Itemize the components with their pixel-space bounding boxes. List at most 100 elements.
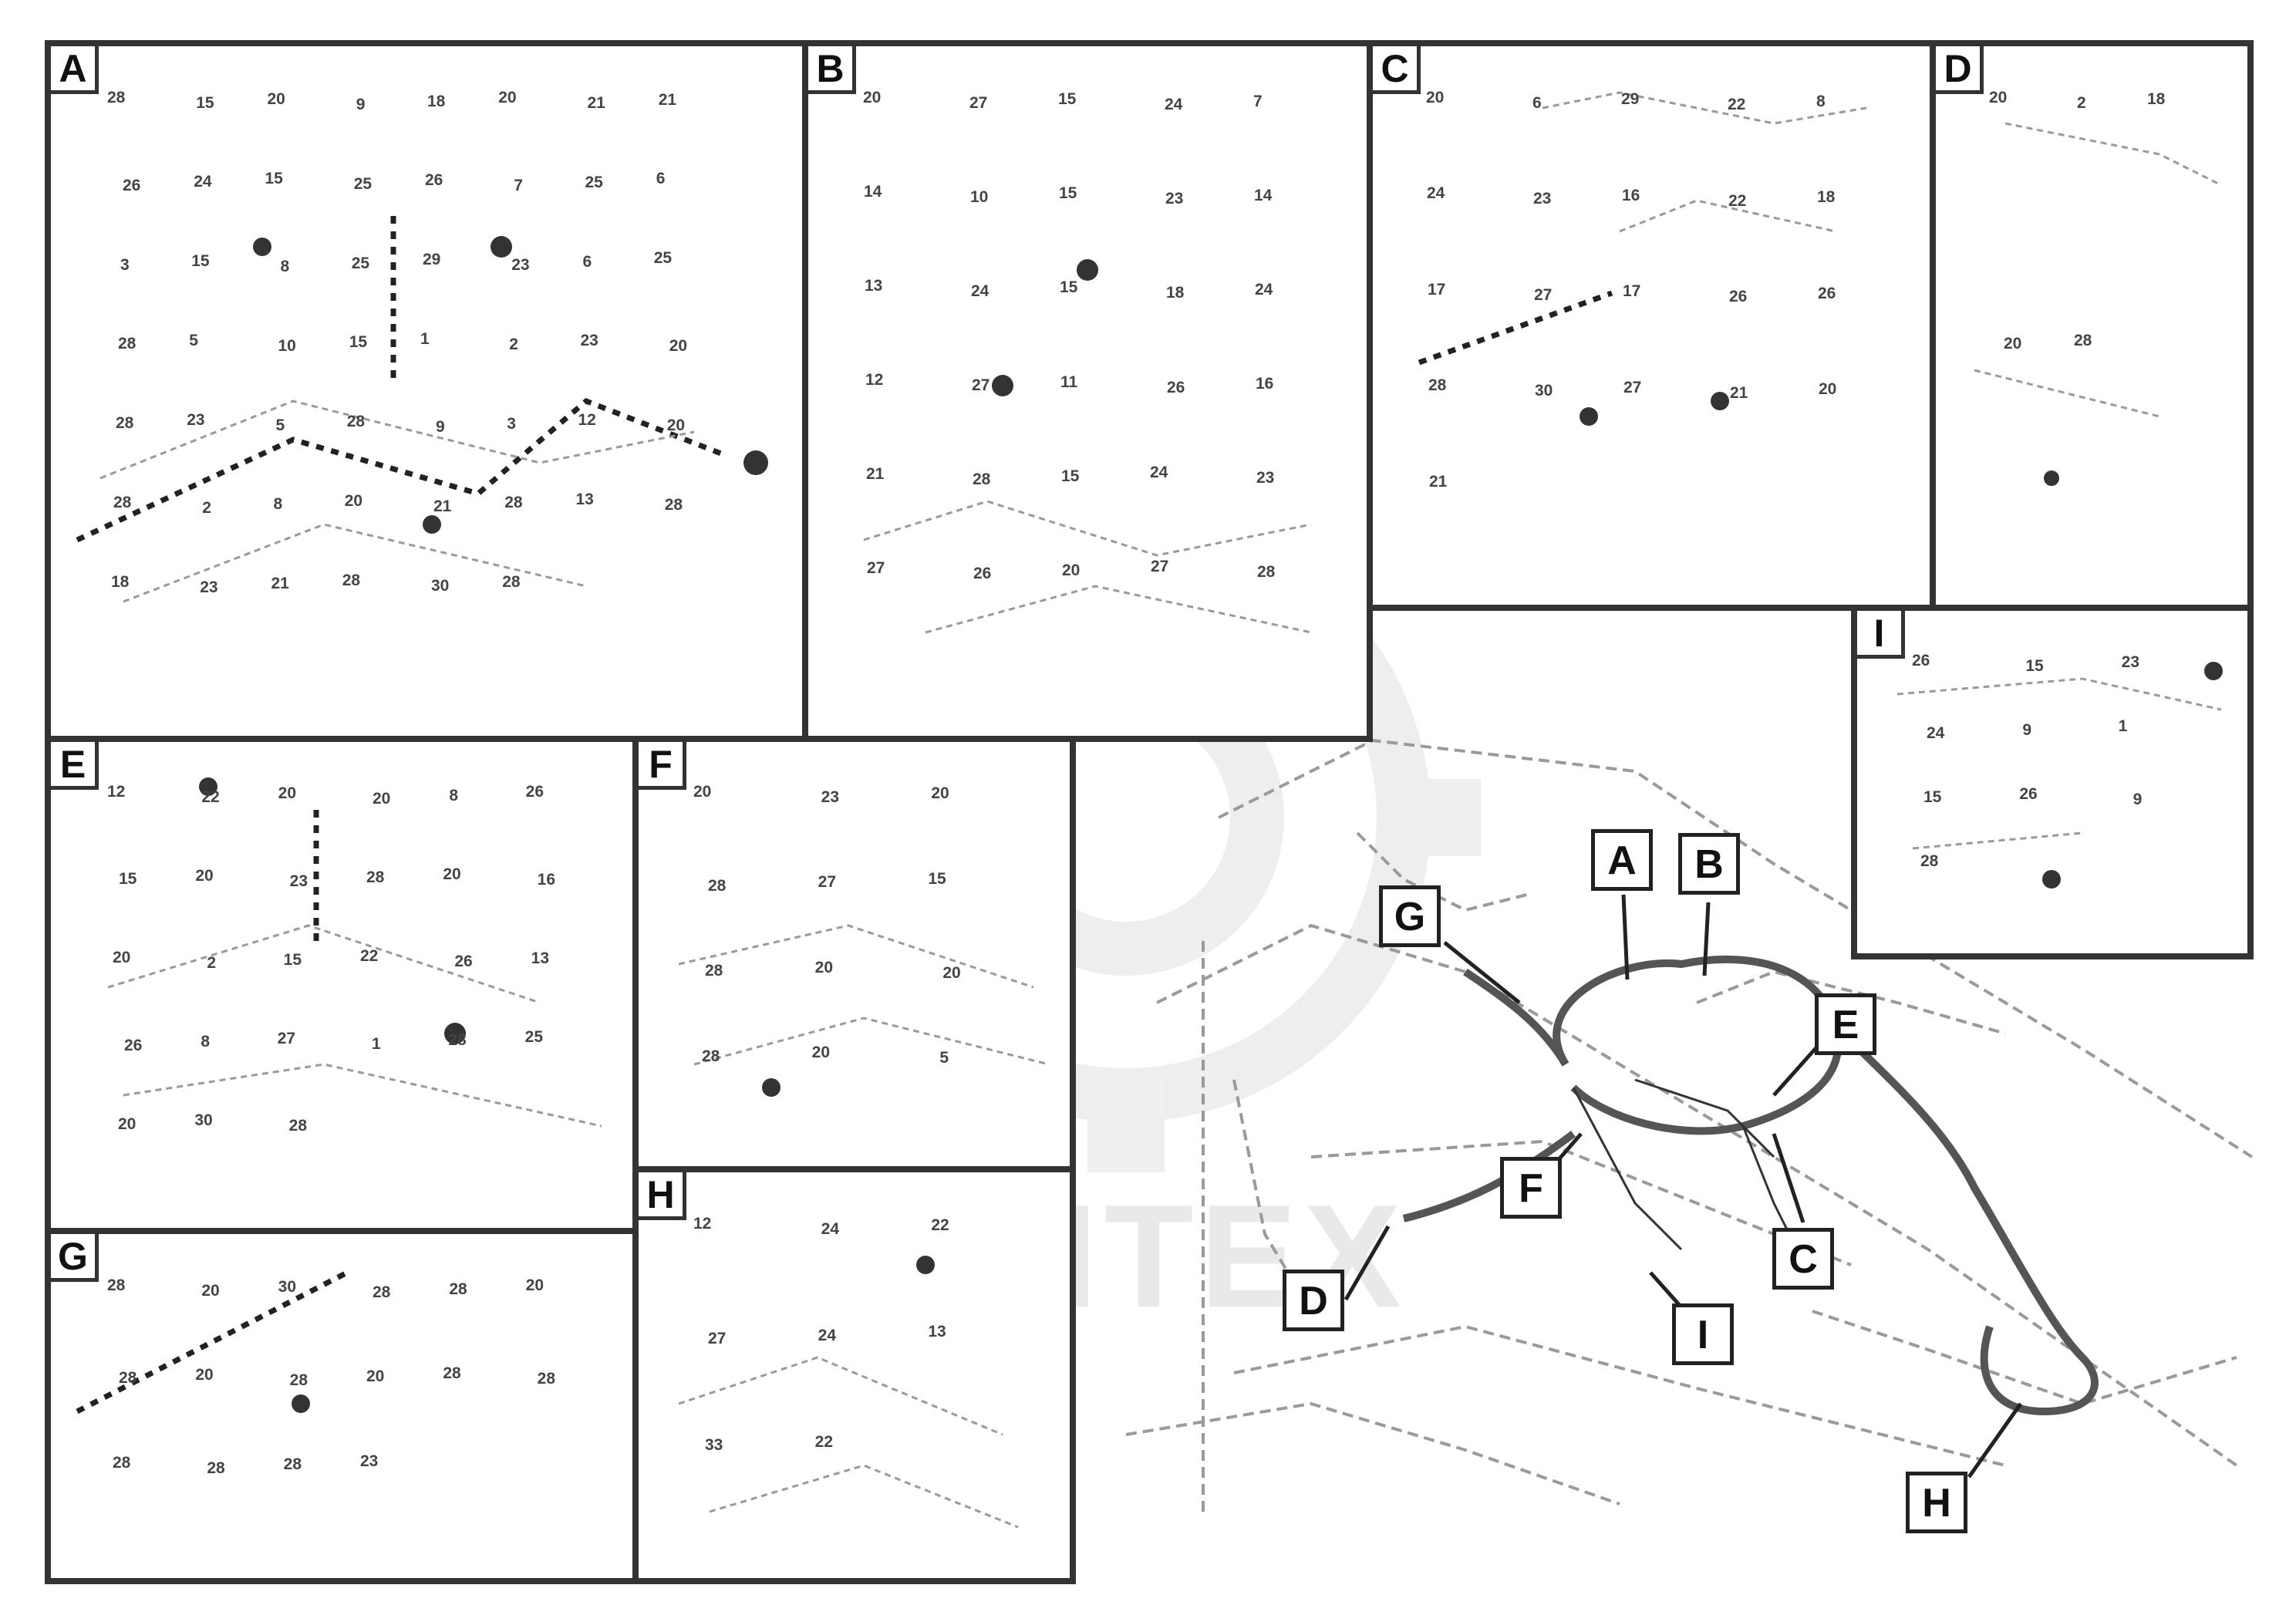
part-label-e: 8: [201, 1033, 211, 1050]
part-label-c: 26: [1818, 284, 1836, 302]
part-label-b: 18: [1166, 284, 1185, 302]
part-label-a: 25: [353, 174, 373, 193]
part-label-c: 29: [1621, 90, 1640, 108]
part-label-e: 16: [537, 870, 556, 889]
part-label-b: 27: [867, 559, 885, 578]
part-label-a: 15: [265, 169, 283, 187]
part-label-a: 26: [123, 176, 141, 194]
part-label-g: 28: [107, 1276, 126, 1294]
part-label-b: 23: [1165, 190, 1184, 208]
panel-tag-c: C: [1373, 46, 1421, 94]
detail-panel-g: G: [45, 1228, 639, 1584]
panel-tag-b: B: [808, 46, 856, 94]
part-label-a: 28: [107, 88, 126, 106]
callout-f: F: [1500, 1157, 1562, 1219]
part-label-f: 5: [939, 1049, 949, 1067]
part-label-c: 28: [1428, 376, 1447, 394]
part-label-f: 20: [931, 784, 949, 802]
part-label-h: 33: [705, 1436, 723, 1454]
part-label-g: 28: [449, 1280, 467, 1298]
part-label-a: 13: [575, 490, 594, 508]
part-label-g: 20: [525, 1276, 544, 1294]
part-label-f: 20: [693, 782, 712, 801]
part-label-a: 2: [509, 335, 518, 353]
part-label-e: 15: [283, 950, 302, 969]
part-label-d: 20: [2004, 335, 2022, 352]
part-label-e: 22: [201, 787, 220, 806]
callout-a: A: [1591, 829, 1653, 891]
part-label-e: 28: [448, 1031, 467, 1049]
part-label-c: 21: [1429, 472, 1448, 491]
part-label-i: 26: [1912, 651, 1930, 669]
part-label-c: 27: [1534, 285, 1553, 304]
part-label-a: 6: [582, 252, 592, 271]
part-label-b: 15: [1060, 278, 1078, 297]
part-label-a: 30: [431, 576, 450, 595]
part-label-e: 15: [119, 870, 137, 888]
part-label-a: 2: [202, 498, 211, 517]
part-label-a: 25: [585, 173, 603, 191]
part-label-b: 11: [1060, 373, 1078, 391]
panel-tag-a: A: [51, 46, 99, 94]
part-label-c: 16: [1622, 186, 1640, 204]
part-label-g: 28: [537, 1369, 556, 1388]
part-label-c: 22: [1728, 96, 1746, 113]
part-label-a: 5: [189, 331, 198, 349]
part-label-e: 20: [118, 1114, 137, 1133]
part-label-a: 23: [580, 332, 598, 350]
part-label-a: 15: [191, 252, 210, 271]
callout-b: B: [1678, 833, 1740, 895]
part-label-b: 15: [1059, 184, 1077, 203]
part-label-a: 28: [342, 571, 361, 589]
part-label-e: 22: [360, 947, 379, 965]
part-label-a: 28: [118, 335, 137, 353]
panel-tag-f: F: [639, 742, 686, 790]
part-label-h: 27: [708, 1330, 727, 1347]
part-label-c: 6: [1532, 93, 1542, 112]
part-label-c: 22: [1728, 191, 1747, 210]
part-label-g: 20: [201, 1281, 220, 1300]
part-label-d: 28: [2074, 331, 2092, 349]
part-label-a: 20: [344, 491, 363, 510]
part-label-b: 24: [971, 282, 990, 300]
part-label-f: 20: [811, 1044, 831, 1061]
part-label-a: 24: [194, 173, 212, 191]
part-label-i: 1: [2118, 717, 2128, 735]
part-label-a: 28: [346, 413, 366, 431]
part-label-f: 15: [928, 869, 946, 888]
part-label-a: 3: [507, 414, 516, 433]
part-label-c: 30: [1535, 382, 1553, 400]
part-label-a: 28: [502, 573, 521, 592]
part-label-b: 24: [1255, 280, 1273, 298]
part-label-c: 23: [1533, 190, 1552, 207]
part-label-e: 25: [524, 1027, 544, 1046]
part-label-h: 13: [928, 1323, 946, 1340]
part-label-c: 17: [1623, 282, 1641, 300]
part-label-a: 21: [658, 90, 677, 109]
part-label-i: 15: [1923, 788, 1942, 806]
part-label-a: 20: [669, 337, 688, 356]
part-label-g: 28: [443, 1364, 461, 1382]
part-label-a: 9: [436, 418, 445, 437]
part-label-g: 30: [278, 1278, 297, 1296]
part-label-b: 10: [970, 187, 989, 206]
part-label-a: 9: [356, 96, 366, 113]
part-label-e: 28: [288, 1117, 308, 1135]
part-label-a: 1: [420, 329, 430, 348]
callout-d: D: [1283, 1270, 1344, 1331]
part-label-e: 12: [107, 782, 126, 801]
part-label-b: 26: [973, 565, 992, 583]
part-label-a: 25: [351, 254, 370, 272]
part-label-c: 24: [1427, 184, 1445, 202]
part-label-c: 20: [1819, 380, 1837, 398]
part-label-e: 30: [194, 1111, 213, 1129]
part-label-a: 23: [187, 410, 205, 429]
part-label-b: 28: [1257, 563, 1276, 582]
part-label-b: 13: [865, 276, 883, 295]
part-label-d: 20: [1989, 88, 2008, 106]
part-label-c: 8: [1816, 92, 1826, 110]
part-label-b: 24: [1165, 96, 1183, 113]
part-label-g: 20: [366, 1367, 385, 1386]
